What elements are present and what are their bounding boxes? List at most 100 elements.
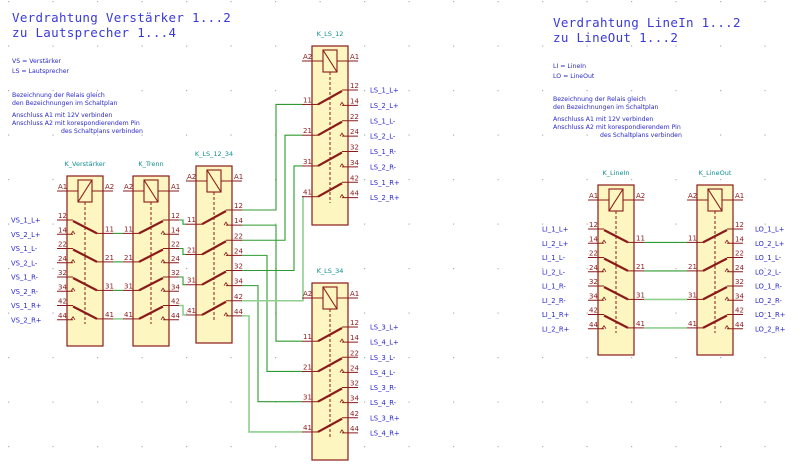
coil-diagonal [608, 188, 624, 212]
contact-terminal [601, 325, 607, 329]
grid-dot [453, 312, 455, 314]
pin-number: 12 [735, 221, 744, 229]
switch-contact [317, 90, 343, 106]
contact-terminal [601, 268, 607, 272]
net-label: LS_2_R+ [370, 194, 400, 202]
pin-number: 34 [350, 159, 359, 167]
grid-dot [764, 446, 766, 448]
left-section-header: Verdrahtung Verstärker 1...2 zu Lautspre… [12, 10, 231, 135]
coil-diagonal [322, 49, 338, 73]
contact-terminal [339, 368, 345, 373]
grid-dot [141, 357, 143, 359]
coil-pin-label: A2 [124, 183, 133, 191]
grid-dot [542, 1, 544, 3]
switch-contact [317, 182, 343, 198]
grid-dot [720, 134, 722, 136]
contact-terminal [70, 287, 76, 292]
net-label: LI_2_R+ [542, 325, 569, 333]
grid-dot [275, 446, 277, 448]
grid-dot [186, 401, 188, 403]
grid-dot [497, 179, 499, 181]
grid-dot [8, 1, 10, 3]
contact-terminal [724, 325, 730, 329]
pin-number: 22 [350, 113, 359, 121]
relay-reference: K_LineIn [602, 169, 629, 177]
grid-dot [542, 357, 544, 359]
switch-contact [138, 220, 164, 235]
grid-dot [764, 90, 766, 92]
grid-dot [408, 312, 410, 314]
pin-number: 21 [303, 127, 312, 135]
pin-number: 14 [350, 97, 359, 105]
grid-dot [8, 179, 10, 181]
contact-terminal [160, 287, 166, 292]
grid-dot [408, 134, 410, 136]
grid-dot [230, 401, 232, 403]
wire [242, 254, 302, 373]
pin-number: 44 [171, 312, 180, 320]
grid-dot [408, 179, 410, 181]
pin-number: 32 [234, 263, 243, 271]
grid-dot [52, 312, 54, 314]
grid-dot [141, 1, 143, 3]
grid-dot [675, 134, 677, 136]
grid-dot [586, 134, 588, 136]
grid-dot [675, 312, 677, 314]
grid-dot [542, 401, 544, 403]
net-labels-ls-12: LS_1_L+LS_2_L+LS_1_L-LS_2_L-LS_1_R-LS_2_… [370, 87, 400, 203]
pin-number: 21 [105, 254, 114, 262]
wire [242, 165, 302, 272]
grid-dot [497, 446, 499, 448]
net-label: LO_2_R- [755, 297, 782, 305]
grid-dot [586, 45, 588, 47]
pin-number: 42 [350, 174, 359, 182]
coil-diagonal [77, 179, 93, 203]
coil-diagonal [707, 188, 723, 212]
grid-dot [97, 134, 99, 136]
left-note-2: den Bezeichnungen im Schaltplan [12, 100, 117, 107]
pin-number: 31 [187, 277, 196, 285]
grid-dot [52, 446, 54, 448]
net-label: LO_1_L+ [755, 226, 785, 234]
relay-reference: K_LS_12_34 [195, 150, 233, 158]
grid-dot [497, 357, 499, 359]
grid-dot [141, 401, 143, 403]
grid-dot [364, 357, 366, 359]
grid-dot [631, 45, 633, 47]
pin-number: 21 [124, 254, 133, 262]
net-label: VS_2_L+ [11, 231, 41, 239]
net-label: LS_1_L- [370, 117, 396, 125]
pin-number: 32 [735, 278, 744, 286]
pin-number: 11 [187, 216, 196, 224]
right-note-5: des Schaltplans verbinden [600, 132, 682, 139]
grid-dot [186, 312, 188, 314]
wire [179, 219, 186, 225]
wire [242, 103, 302, 211]
grid-dot [275, 223, 277, 225]
pin-number: 32 [58, 269, 67, 277]
pin-number: 14 [350, 334, 359, 342]
net-label: LO_1_L- [755, 254, 782, 262]
coil-pin-label: A1 [171, 183, 180, 191]
grid-dot [720, 1, 722, 3]
relay-reference: K_LS_34 [317, 267, 344, 275]
left-note-5: des Schaltplans verbinden [61, 128, 143, 135]
pin-number: 14 [589, 235, 598, 243]
net-label: VS_2_R+ [11, 316, 42, 324]
pin-number: 44 [735, 321, 744, 329]
right-note-4: Anschluss A2 mit korespondierendem Pin [553, 124, 681, 131]
grid-dot [497, 268, 499, 270]
contact-terminal [339, 338, 345, 343]
grid-dot [586, 90, 588, 92]
grid-dot [631, 134, 633, 136]
net-label: LI_2_R- [542, 297, 566, 305]
left-legend-vs: VS = Verstärker [12, 58, 62, 65]
pin-number: 42 [58, 298, 67, 306]
grid-dot [453, 45, 455, 47]
grid-dot [230, 45, 232, 47]
switch-contact [201, 210, 227, 226]
grid-dot [542, 312, 544, 314]
